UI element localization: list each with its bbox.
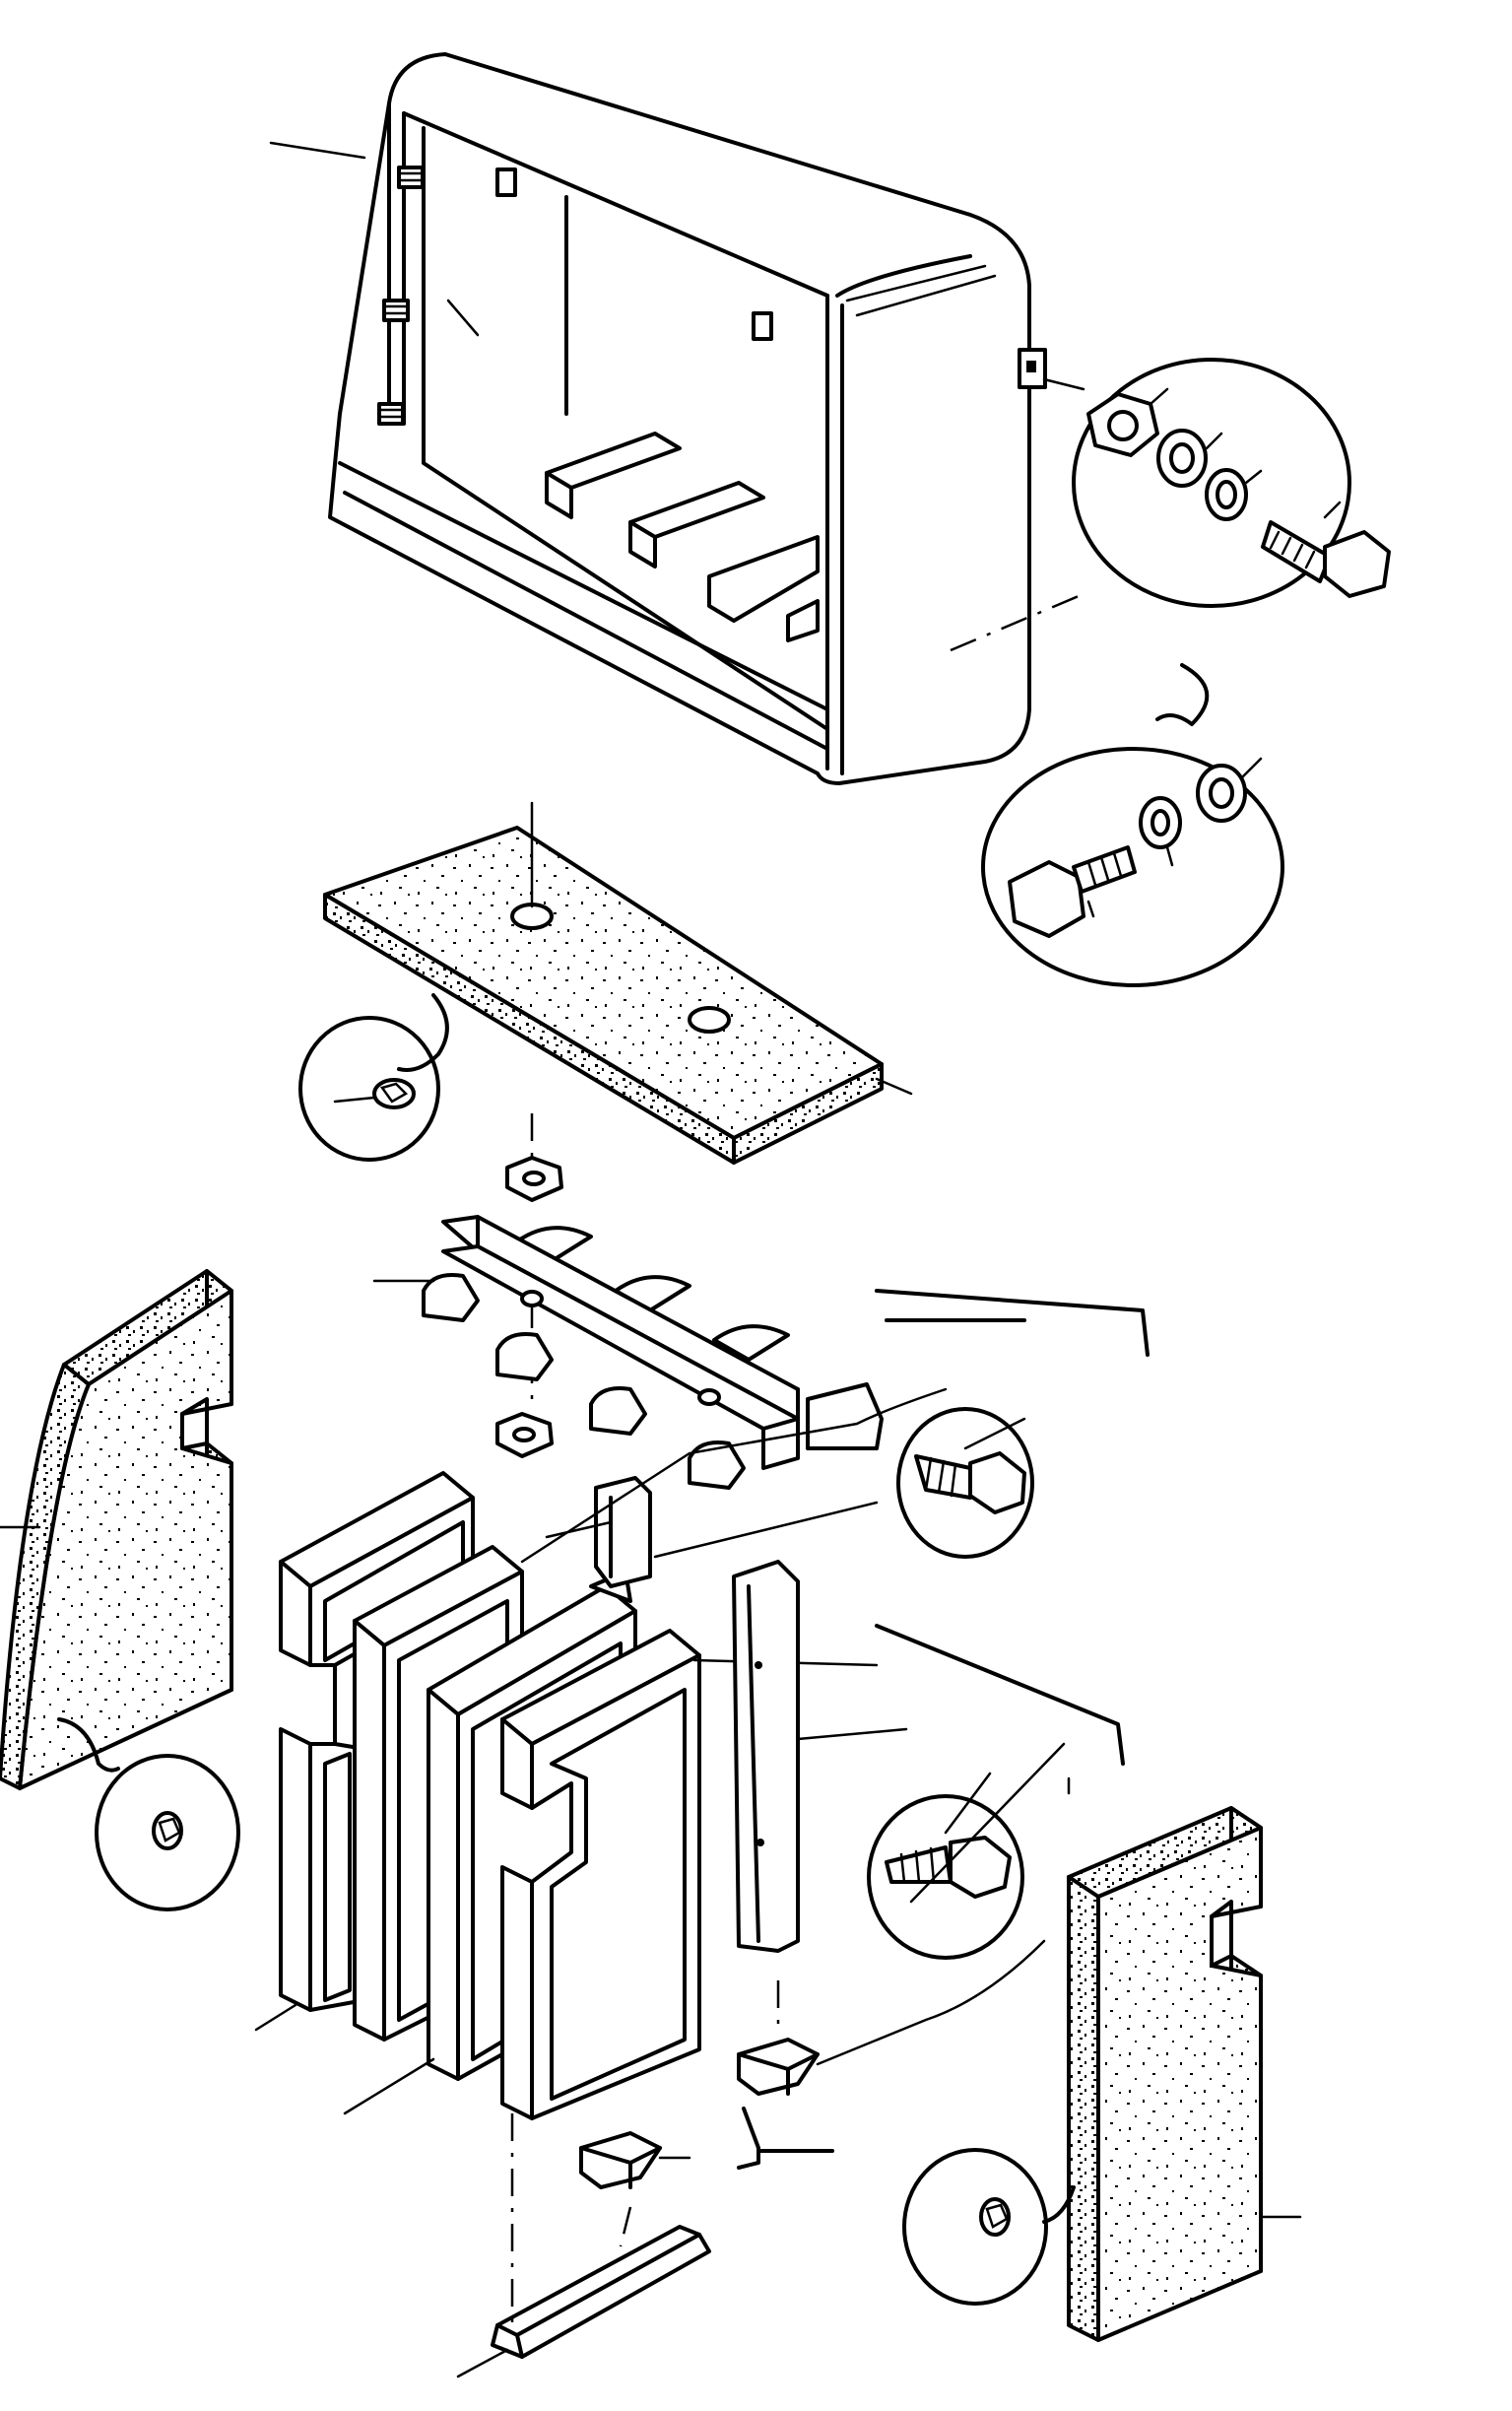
hex-nut xyxy=(1086,392,1159,457)
flat-washer-2 xyxy=(1196,764,1247,823)
hex-nut-2 xyxy=(505,1156,563,1202)
detail-self-tapping-screw-1 xyxy=(875,1289,1150,1559)
stud-1 xyxy=(397,166,425,189)
side-rail-1 xyxy=(594,1476,879,1588)
support-block-1 xyxy=(254,1471,475,2032)
stud-4 xyxy=(495,167,517,197)
housing-enclosure xyxy=(269,52,1047,785)
stud-2 xyxy=(382,299,410,322)
side-tab xyxy=(1018,348,1047,389)
hex-bolt-2 xyxy=(1008,845,1137,938)
detail-self-tapping-screw-2 xyxy=(867,1624,1125,1960)
detail-bolt-lockwasher xyxy=(950,594,1284,987)
mounting-bracket xyxy=(372,1215,884,1490)
stud-5 xyxy=(752,311,773,341)
flat-washer xyxy=(1156,429,1208,488)
detail-bolt-nut-washers xyxy=(1042,358,1391,608)
wedge-block-1 xyxy=(737,1939,1046,2096)
push-clip-icon-2 xyxy=(152,1811,183,1850)
stud-3 xyxy=(377,402,405,426)
side-rail-2 xyxy=(732,1560,908,1953)
split-lock-washer xyxy=(1139,796,1182,849)
lock-washer xyxy=(1205,468,1248,521)
left-foam-pad xyxy=(0,1269,233,1790)
top-foam-pad xyxy=(323,801,913,1165)
hex-nut-3 xyxy=(495,1412,554,1458)
screw-icon-2 xyxy=(885,1836,1012,1899)
wedge-block-2 xyxy=(579,2107,834,2189)
push-clip-icon-3 xyxy=(979,2197,1011,2237)
detail-push-clip-1 xyxy=(298,993,449,1162)
push-clip-icon-1 xyxy=(333,1078,416,1109)
detail-push-clip-2 xyxy=(57,1717,240,1911)
bottom-strip xyxy=(456,2113,711,2378)
hex-bolt xyxy=(1261,520,1391,598)
support-block-4 xyxy=(500,1629,879,2120)
screw-icon-1 xyxy=(914,1451,1026,1514)
right-foam-pad xyxy=(1067,1806,1302,2342)
detail-push-clip-3 xyxy=(902,2148,1076,2306)
